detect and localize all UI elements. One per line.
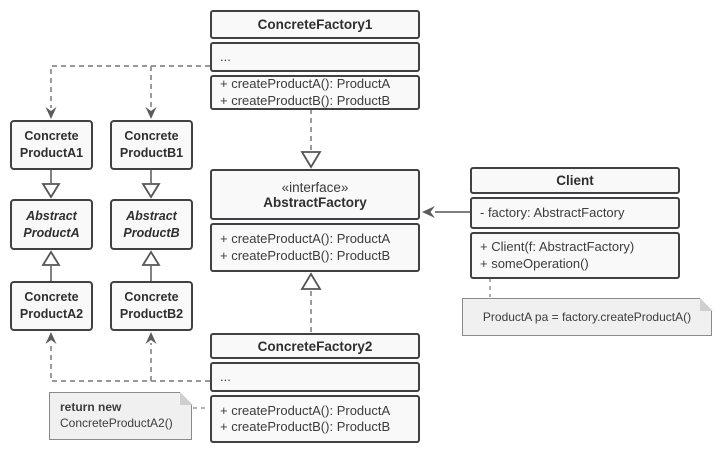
class-name-line: Concrete (124, 129, 179, 143)
method-row: + createProductA(): ProductA (220, 231, 391, 246)
class-concrete-product-b1: Concrete ProductB1 (110, 120, 193, 170)
dependency-line-factory1-productA1 (50, 65, 210, 108)
class-name-line: ProductB (123, 225, 180, 240)
method-row: + createProductB(): ProductB (220, 419, 391, 434)
interface-stereotype: «interface» (281, 179, 349, 195)
class-name-line: Concrete (24, 129, 79, 143)
attribute-row: - factory: AbstractFactory (480, 204, 625, 220)
generalization-triangle-down-icon (141, 183, 161, 199)
method-row: + createProductB(): ProductB (220, 247, 391, 263)
generalization-triangle-up-icon (41, 250, 61, 266)
class-concrete-product-b2: Concrete ProductB2 (110, 281, 193, 331)
ellipsis-row: ... (220, 48, 231, 64)
class-title-label: ConcreteFactory2 (257, 338, 373, 354)
class-methods-compartment: + createProductA(): ProductA + createPro… (210, 223, 420, 272)
class-methods-compartment: + Client(f: AbstractFactory) + someOpera… (470, 232, 680, 279)
class-abstract-product-b: Abstract ProductB (110, 199, 193, 250)
note-fold-icon (699, 297, 713, 311)
class-name-line: Abstract (26, 208, 77, 223)
note-client-code: ProductA pa = factory.createProductA() (462, 297, 713, 336)
note-text-line: ConcreteProductA2() (60, 416, 173, 430)
association-arrowhead-left-icon (422, 206, 435, 218)
class-title: Client (470, 167, 680, 194)
class-fields-compartment: - factory: AbstractFactory (470, 197, 680, 229)
realization-triangle-up-icon (300, 272, 322, 290)
class-name-line: Concrete (24, 290, 79, 304)
method-row: + createProductA(): ProductA (220, 402, 391, 418)
dependency-arrowhead-down-icon (45, 107, 57, 119)
class-name-line: ProductB1 (119, 146, 184, 160)
class-name-line: ProductA (23, 225, 80, 240)
ellipsis-row: ... (220, 368, 231, 384)
realization-triangle-down-icon (300, 151, 322, 169)
method-row: + Client(f: AbstractFactory) (480, 239, 635, 254)
generalization-triangle-up-icon (141, 250, 161, 266)
class-fields-compartment: ... (210, 362, 420, 392)
class-fields-compartment: ... (210, 42, 420, 72)
note-fold-icon (179, 391, 193, 405)
note-factory2-code: return new ConcreteProductA2() (49, 391, 193, 440)
class-title-label: ConcreteFactory1 (257, 17, 373, 32)
method-row: + createProductA(): ProductA (220, 76, 391, 91)
class-title: ConcreteFactory1 (210, 10, 420, 39)
class-methods-compartment: + createProductA(): ProductA + createPro… (210, 395, 420, 443)
generalization-triangle-down-icon (41, 183, 61, 199)
class-name-line: Concrete (124, 290, 179, 304)
dependency-arrowhead-up-icon (145, 332, 157, 344)
dependency-arrowhead-down-icon (145, 107, 157, 119)
note-text: ProductA pa = factory.createProductA() (482, 310, 692, 324)
class-title-label: Client (556, 173, 594, 188)
class-concrete-factory-2: ConcreteFactory2 ... + createProductA():… (210, 333, 420, 443)
class-client: Client - factory: AbstractFactory + Clie… (470, 167, 680, 279)
method-row: + createProductB(): ProductB (220, 92, 391, 108)
method-row: + someOperation() (480, 255, 589, 271)
class-name-line: ProductA1 (19, 146, 84, 160)
class-name-line: ProductA2 (19, 307, 84, 321)
dependency-arrowhead-up-icon (45, 332, 57, 344)
class-name-line: ProductB2 (119, 307, 184, 321)
note-text-line: return new (60, 400, 122, 414)
dependency-line-factory2-productA2 (50, 343, 210, 382)
class-title: ConcreteFactory2 (210, 333, 420, 359)
class-title-label: AbstractFactory (263, 194, 367, 210)
class-concrete-product-a1: Concrete ProductA1 (10, 120, 93, 170)
class-title: «interface» AbstractFactory (210, 169, 420, 220)
class-concrete-product-a2: Concrete ProductA2 (10, 281, 93, 331)
class-abstract-factory: «interface» AbstractFactory + createProd… (210, 169, 420, 272)
class-abstract-product-a: Abstract ProductA (10, 199, 93, 250)
class-methods-compartment: + createProductA(): ProductA + createPro… (210, 75, 420, 110)
class-concrete-factory-1: ConcreteFactory1 ... + createProductA():… (210, 10, 420, 110)
class-name-line: Abstract (126, 208, 177, 223)
